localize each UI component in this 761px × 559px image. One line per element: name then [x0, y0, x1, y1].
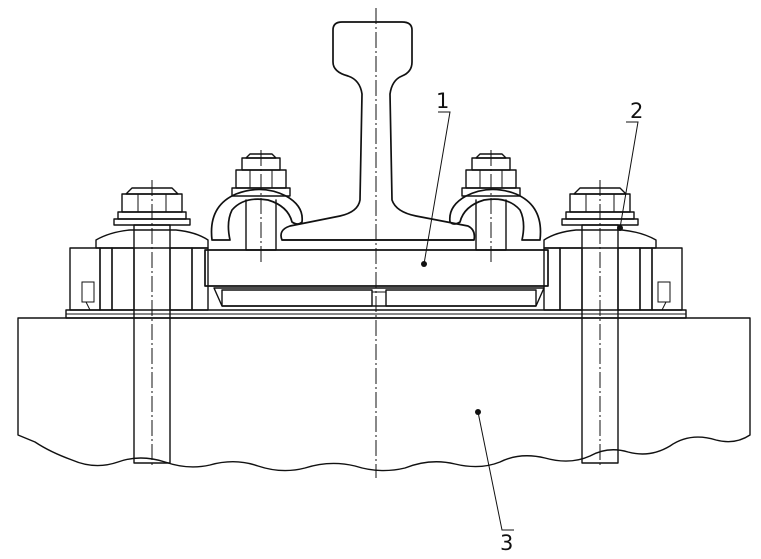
- anchor-nut-right: [561, 187, 639, 226]
- leader-1: [421, 111, 451, 267]
- rail: [280, 21, 476, 241]
- callout-2: 2: [630, 99, 643, 123]
- spring-clip-left: [210, 150, 304, 262]
- leader-2: [617, 121, 639, 231]
- anchor-nut-left: [113, 187, 191, 226]
- anchor-bolt-left: [133, 180, 171, 468]
- anchor-bolt-right: [581, 180, 619, 468]
- clip-nut-right: [461, 153, 521, 197]
- insulating-bushing-right: [543, 247, 683, 311]
- insulating-bushing-left: [69, 247, 209, 311]
- callout-1: 1: [436, 89, 449, 113]
- leader-3: [475, 409, 514, 531]
- spring-clip-right: [448, 150, 542, 262]
- callout-3: 3: [500, 531, 513, 555]
- elastic-pad: [213, 287, 545, 307]
- clip-nut-left: [231, 153, 291, 197]
- concrete-base: [17, 317, 751, 472]
